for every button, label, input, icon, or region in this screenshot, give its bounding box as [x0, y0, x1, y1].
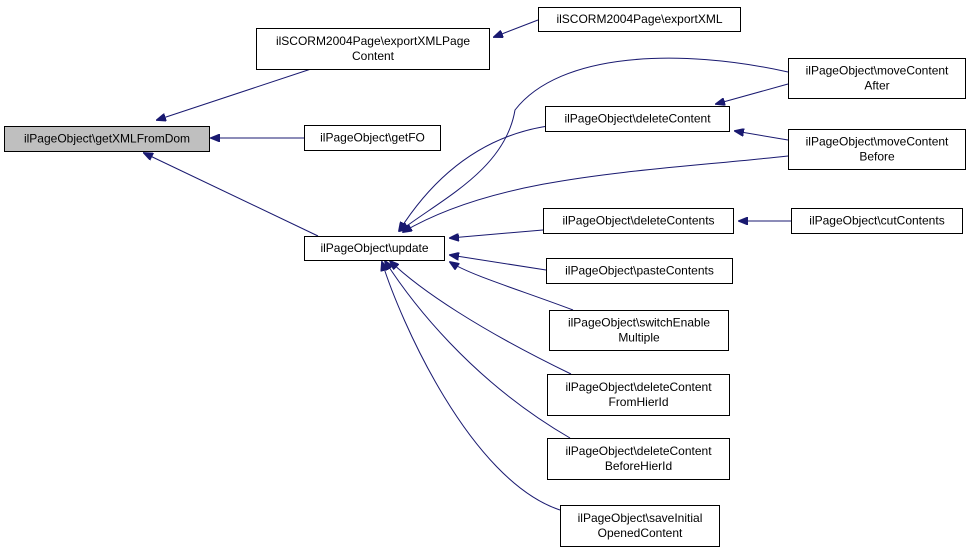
node-label-line: Content — [352, 49, 395, 63]
edge-update-to-getXMLFromDom — [144, 153, 319, 237]
node-label-line: ilPageObject\deleteContents — [562, 214, 714, 228]
node-label-line: ilPageObject\getXMLFromDom — [24, 132, 190, 146]
node-box — [547, 438, 730, 480]
edge-exportXMLPageContent-to-getXMLFromDom — [157, 68, 312, 120]
edges — [144, 19, 791, 511]
node-update[interactable]: ilPageObject\update — [304, 236, 445, 261]
edge-deleteContentFromHierId-to-update — [390, 261, 572, 375]
node-box — [256, 28, 490, 70]
node-label-line: ilSCORM2004Page\exportXML — [556, 12, 722, 26]
node-label-line: ilSCORM2004Page\exportXMLPage — [276, 34, 470, 48]
node-pasteContents[interactable]: ilPageObject\pasteContents — [546, 258, 733, 284]
node-label-line: ilPageObject\deleteContent — [564, 112, 711, 126]
node-box — [546, 258, 733, 284]
edge-moveContentAfter-to-deleteContent — [716, 83, 789, 104]
node-label-line: BeforeHierId — [605, 459, 672, 473]
node-label-line: ilPageObject\deleteContent — [565, 444, 712, 458]
edge-deleteContentBeforeHierId-to-update — [385, 261, 571, 439]
edge-moveContentAfter-to-update — [400, 57, 789, 231]
node-label-line: ilPageObject\moveContent — [806, 135, 949, 149]
edge-deleteContent-to-update — [399, 125, 549, 231]
node-box — [304, 236, 445, 261]
node-deleteContent[interactable]: ilPageObject\deleteContent — [545, 106, 730, 132]
node-deleteContents[interactable]: ilPageObject\deleteContents — [543, 208, 734, 234]
node-label-line: ilPageObject\cutContents — [809, 214, 944, 228]
node-box — [304, 125, 441, 151]
node-box — [4, 126, 210, 152]
node-label-line: ilPageObject\switchEnable — [568, 316, 710, 330]
node-label-line: ilPageObject\moveContent — [806, 64, 949, 78]
edge-deleteContents-to-update — [450, 229, 544, 238]
node-label-line: After — [864, 79, 889, 93]
node-label-line: Before — [859, 150, 895, 164]
node-label-line: ilPageObject\deleteContent — [565, 380, 712, 394]
edge-exportXML-to-exportXMLPageContent — [494, 19, 539, 37]
node-getFO[interactable]: ilPageObject\getFO — [304, 125, 441, 151]
node-label-line: FromHierId — [608, 395, 668, 409]
edge-pasteContents-to-update — [450, 255, 547, 271]
node-box — [549, 310, 729, 351]
node-label-line: ilPageObject\update — [320, 241, 428, 255]
node-label-line: ilPageObject\saveInitial — [578, 511, 703, 525]
nodes: ilPageObject\getXMLFromDom ilSCORM2004Pag… — [4, 7, 966, 547]
node-label-line: ilPageObject\getFO — [320, 131, 425, 145]
node-box — [791, 208, 963, 234]
edge-moveContentBefore-to-update — [403, 155, 789, 232]
node-exportXML[interactable]: ilSCORM2004Page\exportXML — [538, 7, 741, 32]
node-label-line: ilPageObject\pasteContents — [565, 264, 714, 278]
node-getXMLFromDom: ilPageObject\getXMLFromDom — [4, 126, 210, 152]
node-label-line: OpenedContent — [598, 526, 683, 540]
node-box — [560, 505, 720, 547]
node-label-line: Multiple — [618, 331, 660, 345]
node-box — [538, 7, 741, 32]
edge-saveInitialOpenedContent-to-update — [382, 262, 561, 511]
node-box — [543, 208, 734, 234]
edge-switchEnableMultiple-to-update — [450, 262, 574, 311]
node-box — [545, 106, 730, 132]
edge-moveContentBefore-to-deleteContent — [735, 131, 789, 141]
node-box — [547, 374, 730, 416]
node-box — [788, 58, 966, 99]
node-cutContents[interactable]: ilPageObject\cutContents — [791, 208, 963, 234]
node-box — [788, 129, 966, 170]
